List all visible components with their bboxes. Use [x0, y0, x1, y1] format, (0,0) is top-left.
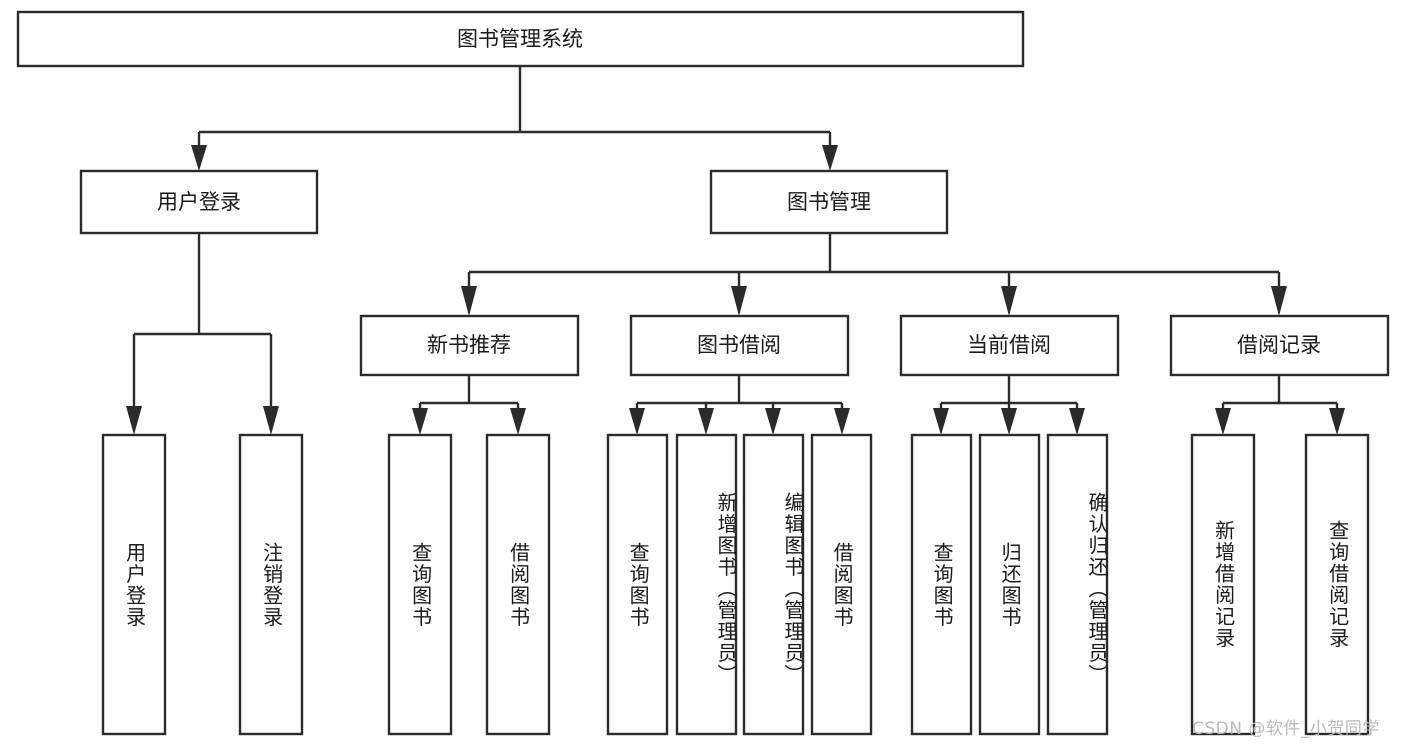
node-leaf-edit-book-box[interactable]	[742, 433, 805, 736]
arrow-head-leaf-query-record	[1329, 408, 1345, 435]
arrow-head-leaf-confirm-return	[1069, 408, 1085, 435]
connectors-current-borrow-to-leaves	[933, 375, 1085, 435]
connectors-book-borrow-to-leaves	[629, 375, 850, 435]
arrow-head-leaf-query-book-1	[412, 408, 428, 435]
csdn-watermark: CSDN @软件_小贺同学	[1192, 719, 1380, 739]
arrow-head-borrow-record	[1271, 286, 1287, 316]
node-root-label: 图书管理系统	[457, 27, 583, 51]
node-book-borrow-box[interactable]	[629, 314, 850, 377]
arrow-head-leaf-user-login	[126, 406, 142, 435]
node-book-management-label: 图书管理	[787, 190, 871, 214]
connectors-root-to-level2	[191, 66, 838, 171]
node-book-management[interactable]: 图书管理	[709, 169, 949, 235]
node-user-login[interactable]: 用户登录	[79, 169, 319, 235]
node-borrow-record[interactable]: 借阅记录	[1169, 314, 1390, 377]
connectors-borrow-record-to-leaves	[1215, 375, 1345, 435]
node-book-borrow[interactable]: 图书借阅	[629, 314, 850, 377]
node-leaf-query-book-2-box[interactable]	[606, 433, 669, 736]
arrow-head-leaf-edit-book	[765, 408, 781, 435]
connectors-new-book-to-leaves	[412, 375, 526, 435]
node-current-borrow[interactable]: 当前借阅	[899, 314, 1120, 377]
arrow-head-leaf-query-book-2	[629, 408, 645, 435]
arrow-head-new-book-recommend	[461, 286, 477, 316]
node-new-book-recommend-box[interactable]	[359, 314, 580, 377]
node-leaf-add-book-box[interactable]	[675, 433, 738, 736]
connectors-book-management-to-level3	[461, 233, 1287, 316]
node-root-box[interactable]	[16, 10, 1025, 68]
connectors-user-login-to-leaves	[126, 233, 279, 435]
arrow-head-current-borrow	[1001, 286, 1017, 316]
arrow-head-book-borrow	[731, 286, 747, 316]
node-leaf-query-book-1-box[interactable]	[387, 433, 453, 736]
node-leaf-user-login-box[interactable]	[101, 433, 167, 736]
arrow-head-book-management	[822, 145, 838, 171]
node-current-borrow-box[interactable]	[899, 314, 1120, 377]
node-borrow-record-label: 借阅记录	[1237, 333, 1321, 357]
node-root[interactable]: 图书管理系统	[16, 10, 1025, 68]
node-leaf-add-record-box[interactable]	[1190, 433, 1256, 736]
node-leaf-return-book-box[interactable]	[978, 433, 1041, 736]
node-leaf-confirm-return-box[interactable]	[1046, 433, 1109, 736]
arrow-head-leaf-borrow-book-2	[834, 408, 850, 435]
arrow-head-leaf-return-book	[1001, 408, 1017, 435]
node-leaf-borrow-book-1-box[interactable]	[485, 433, 551, 736]
arrow-head-leaf-logout-login	[263, 406, 279, 435]
node-leaf-query-book-3-box[interactable]	[910, 433, 973, 736]
node-book-borrow-label: 图书借阅	[697, 333, 781, 357]
node-leaf-query-record-box[interactable]	[1304, 433, 1370, 736]
node-borrow-record-box[interactable]	[1169, 314, 1390, 377]
node-new-book-recommend-label: 新书推荐	[427, 333, 511, 357]
arrow-head-leaf-add-book	[698, 408, 714, 435]
arrow-head-leaf-add-record	[1215, 408, 1231, 435]
arrow-head-leaf-query-book-3	[933, 408, 949, 435]
node-user-login-label: 用户登录	[157, 190, 241, 214]
node-book-management-box[interactable]	[709, 169, 949, 235]
node-user-login-box[interactable]	[79, 169, 319, 235]
arrow-head-leaf-borrow-book-1	[510, 408, 526, 435]
node-leaf-logout-login-box[interactable]	[238, 433, 304, 736]
arrow-head-user-login	[191, 145, 207, 171]
node-leaf-borrow-book-2-box[interactable]	[810, 433, 873, 736]
node-current-borrow-label: 当前借阅	[967, 333, 1051, 357]
node-new-book-recommend[interactable]: 新书推荐	[359, 314, 580, 377]
